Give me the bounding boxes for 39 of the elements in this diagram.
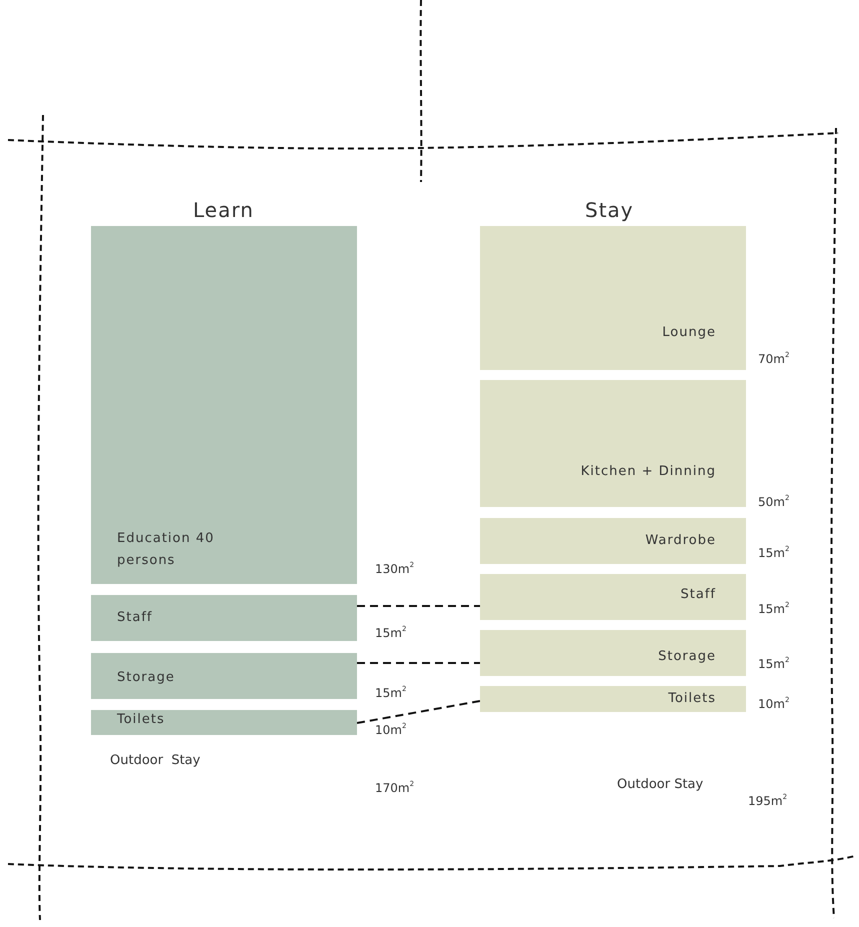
room-block <box>480 574 746 620</box>
room-name: Lounge <box>662 324 716 342</box>
area-name: Outdoor Stay <box>617 778 704 792</box>
room-block <box>480 380 746 507</box>
room-name: Toilets <box>668 690 716 708</box>
area-size: 70m$^{2}$ <box>758 352 790 366</box>
room-block <box>91 226 357 584</box>
room-block <box>480 518 746 564</box>
room-name: Staff <box>680 586 716 604</box>
room-block <box>480 630 746 676</box>
area-size: 15m$^{2}$ <box>758 546 790 560</box>
room-name: Education 40 persons <box>117 530 216 570</box>
room-name: Storage <box>117 669 175 687</box>
room-block <box>91 653 357 699</box>
area-size: 170m$^{2}$ <box>375 781 414 795</box>
room-name: Wardrobe <box>645 532 716 550</box>
area-name: Outdoor Stay <box>110 754 200 768</box>
connector-line <box>357 662 480 664</box>
column-heading: Learn <box>193 198 254 222</box>
room-block <box>91 710 357 735</box>
area-size: 15m$^{2}$ <box>758 602 790 616</box>
area-size: 130m$^{2}$ <box>375 562 414 576</box>
area-size: 10m$^{2}$ <box>375 723 406 737</box>
connector-line <box>356 700 480 724</box>
room-name: Storage <box>658 648 716 666</box>
area-size: 15m$^{2}$ <box>375 626 406 640</box>
area-size: 15m$^{2}$ <box>375 686 406 700</box>
area-size: 10m$^{2}$ <box>758 697 790 711</box>
column-heading: Stay <box>585 198 634 222</box>
room-block <box>480 226 746 370</box>
room-name: Staff <box>117 609 152 627</box>
room-block <box>480 686 746 712</box>
connector-line <box>357 605 480 607</box>
room-name: Kitchen + Dinning <box>580 463 716 481</box>
room-block <box>91 595 357 641</box>
area-size: 195m$^{2}$ <box>748 794 788 808</box>
area-size: 50m$^{2}$ <box>758 495 790 509</box>
room-name: Toilets <box>117 711 165 729</box>
area-size: 15m$^{2}$ <box>758 657 790 671</box>
